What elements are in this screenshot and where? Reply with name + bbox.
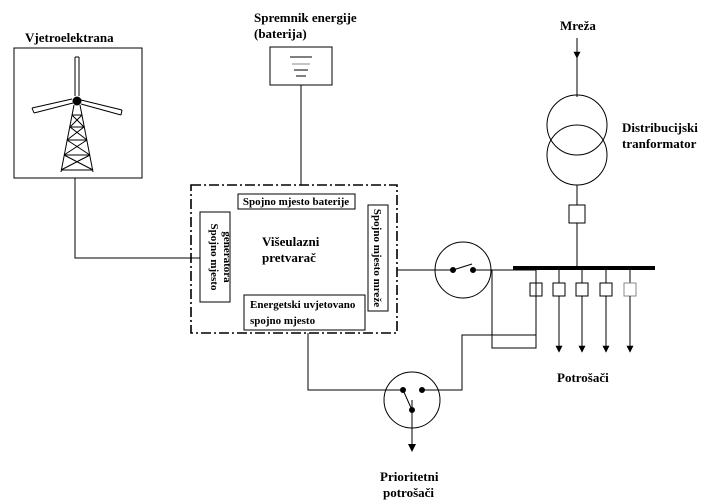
storage-label-line1: Spremnik energije	[254, 10, 357, 25]
priority-arrowhead	[408, 444, 416, 452]
transformer-icon	[546, 94, 608, 186]
switch-icon	[434, 241, 492, 299]
wind-turbine-icon	[31, 56, 123, 173]
grid-port-label: Spojno mjesto mreže	[371, 209, 383, 307]
converter-label-line1: Višeulazni	[262, 234, 320, 249]
multi-input-converter	[190, 184, 398, 334]
feeder-breaker-2	[552, 282, 566, 297]
connection-wires	[74, 85, 537, 445]
switch-icon	[383, 371, 441, 429]
storage-label-line2: (baterija)	[254, 26, 307, 41]
energy-port-label-line2: spojno mjesto	[250, 315, 316, 327]
energy-port-box	[243, 294, 366, 331]
generator-port-label-line2: generatora	[221, 231, 233, 283]
wind-plant-label: Vjetroelektrana	[25, 30, 114, 45]
consumers-label: Potrošači	[557, 370, 609, 385]
consumer-feeders	[535, 268, 631, 283]
transformer-breaker	[568, 204, 586, 224]
battery-port-label: Spojno mjesto baterije	[243, 196, 349, 208]
feeder-breaker-3	[575, 282, 589, 297]
transformer-label-line2: tranformator	[622, 136, 697, 151]
grid-label: Mreža	[560, 18, 596, 33]
storage-box	[269, 46, 333, 86]
generator-port-label-line1: Spojno mjesto	[208, 224, 220, 291]
battery-port-box	[237, 193, 356, 210]
priority-label-line1: Prioritetni	[380, 469, 439, 484]
feeder-breaker-4	[599, 282, 613, 297]
wind-plant-box	[13, 47, 143, 179]
grid-port-box	[367, 204, 389, 312]
energy-port-label-line1: Energetski uvjetovano	[250, 299, 356, 311]
feeder-breaker-5	[623, 282, 637, 297]
battery-icon	[290, 56, 312, 77]
transformer-label-line1: Distribucijski	[622, 120, 698, 135]
generator-port-box	[199, 211, 231, 303]
priority-label-line2: potrošači	[383, 485, 434, 500]
converter-label-line2: pretvarač	[262, 250, 316, 265]
